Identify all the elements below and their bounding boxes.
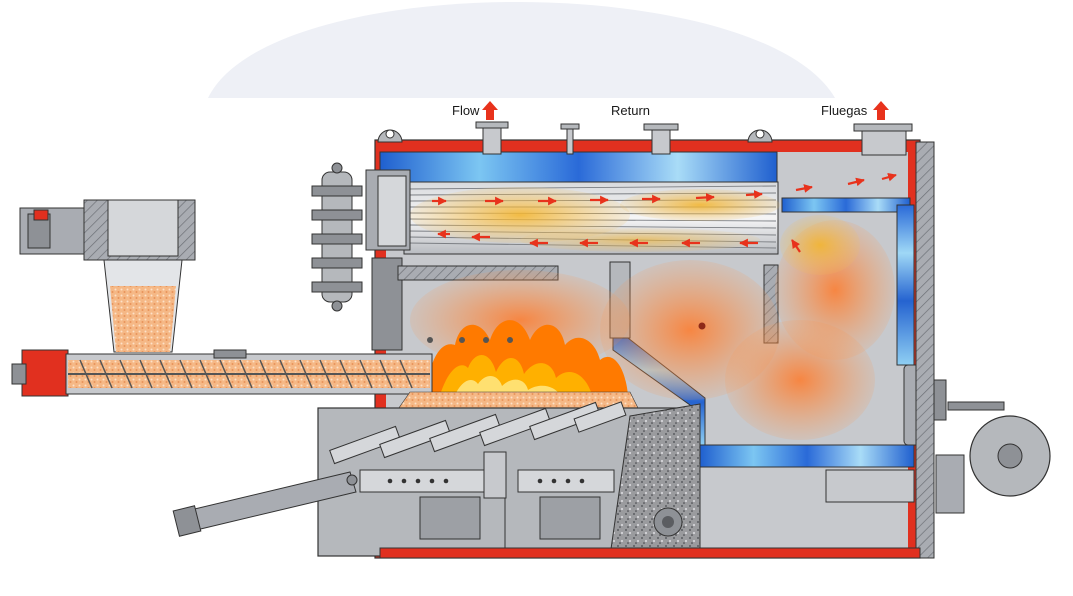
fuel-hopper — [19, 199, 196, 353]
rear-wall-insulation — [915, 141, 935, 559]
background-arc — [208, 2, 835, 98]
flow-label: Flow — [452, 103, 480, 118]
flame-bed — [425, 320, 628, 395]
front-tube-sheet — [365, 169, 411, 351]
fuel-auger — [11, 349, 433, 397]
boiler-base — [379, 547, 921, 559]
top-fittings — [377, 121, 913, 156]
rear-water-jacket-top — [781, 197, 911, 213]
arrow-up-icon — [873, 101, 889, 120]
top-water-jacket — [379, 151, 778, 183]
rear-water-jacket-bottom — [699, 444, 915, 468]
moving-grate-section — [317, 401, 701, 557]
induced-draft-fan — [935, 401, 1051, 514]
burner-nozzles — [427, 322, 706, 343]
fluegas-label: Fluegas — [821, 103, 868, 118]
front-valve-assembly — [311, 162, 363, 312]
return-gas-arrows — [437, 229, 801, 253]
arrow-up-icon — [482, 101, 498, 120]
rear-base — [825, 469, 915, 503]
flue-gas-arrows — [432, 172, 897, 206]
fire-tube-bank — [403, 181, 780, 255]
grate-hydraulic-ram — [172, 471, 358, 537]
return-label: Return — [611, 103, 651, 118]
rear-water-jacket-right — [896, 204, 915, 366]
